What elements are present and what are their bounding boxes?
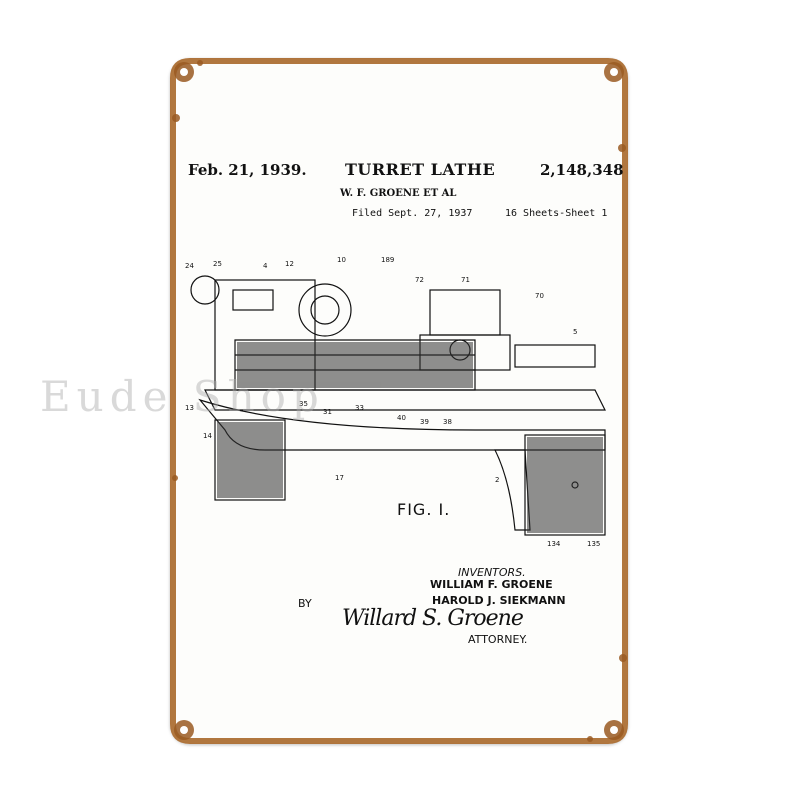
part-number-40: 40 (397, 414, 406, 422)
inventor-line: W. F. GROENE ET AL (340, 188, 457, 199)
attorney-signature: Willard S. Groene (342, 606, 524, 631)
part-number-25: 25 (213, 260, 222, 268)
inventor-name-1: WILLIAM F. GROENE (430, 578, 553, 591)
part-number-70: 70 (535, 292, 544, 300)
part-number-39: 39 (420, 418, 429, 426)
by-label: BY (298, 597, 312, 610)
inventor-name-2: HAROLD J. SIEKMANN (432, 594, 566, 607)
part-number-35: 35 (299, 400, 308, 408)
part-number-13: 13 (185, 404, 194, 412)
patent-title: TURRET LATHE (345, 160, 496, 179)
part-number-189: 189 (381, 256, 394, 264)
part-number-33: 33 (355, 404, 364, 412)
patent-number: 2,148,348 (540, 161, 624, 179)
patent-date: Feb. 21, 1939. (188, 161, 307, 179)
part-number-17: 17 (335, 474, 344, 482)
part-number-24: 24 (185, 262, 194, 270)
part-number-5: 5 (573, 328, 577, 336)
part-number-38: 38 (443, 418, 452, 426)
inventors-label: INVENTORS. (458, 566, 526, 579)
part-number-72: 72 (415, 276, 424, 284)
part-number-31: 31 (323, 408, 332, 416)
part-number-71: 71 (461, 276, 470, 284)
part-number-134: 134 (547, 540, 561, 548)
turret-lathe-drawing: 24 25 4 12 10 189 72 71 70 5 13 14 17 2 … (185, 256, 606, 548)
part-number-135: 135 (587, 540, 600, 548)
figure-label: FIG. I. (397, 500, 451, 519)
part-number-2: 2 (495, 476, 499, 484)
part-number-10: 10 (337, 256, 346, 264)
sheet-count: 16 Sheets-Sheet 1 (505, 208, 608, 219)
attorney-label: ATTORNEY. (468, 633, 528, 646)
part-number-12: 12 (285, 260, 294, 268)
part-number-4: 4 (263, 262, 268, 270)
part-number-14: 14 (203, 432, 212, 440)
filed-date: Filed Sept. 27, 1937 (352, 208, 473, 219)
